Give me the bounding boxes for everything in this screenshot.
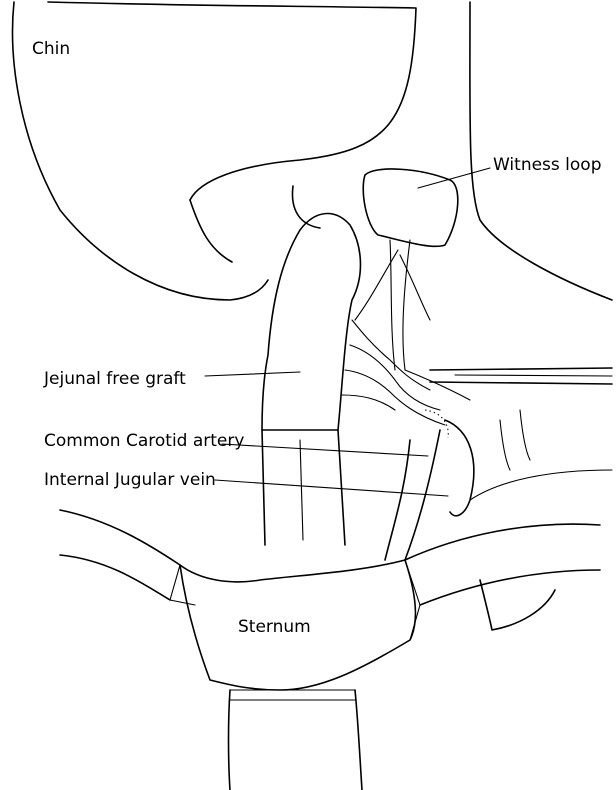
sternoclavicular-joint-right <box>405 560 420 640</box>
carotid-artery-left <box>385 440 410 560</box>
leader-jejunal-graft <box>205 372 300 376</box>
left-clavicle-bottom <box>60 555 170 600</box>
esophagus-right <box>338 430 345 545</box>
label-jugular: Internal Jugular vein <box>44 470 216 490</box>
right-vessels-1 <box>470 470 612 500</box>
pedicle-arcade-1 <box>352 320 430 390</box>
right-clavicle-bottom <box>420 570 600 605</box>
neck-right-contour-2 <box>292 186 320 228</box>
leader-jugular <box>215 480 448 496</box>
leader-carotid <box>222 444 428 456</box>
label-chin: Chin <box>32 39 70 59</box>
retractor-lower <box>430 382 612 384</box>
rib-right <box>480 580 555 630</box>
esophagus-left <box>262 430 265 545</box>
neck-left-contour <box>190 200 232 262</box>
right-vessels-2 <box>500 420 510 470</box>
pedicle-vessel-2 <box>403 240 410 370</box>
right-clavicle-top <box>405 524 600 560</box>
sternal-body <box>229 690 363 790</box>
label-witness-loop: Witness loop <box>493 155 602 175</box>
pedicle-arcade-4 <box>342 395 395 410</box>
neck-right-contour <box>470 2 612 300</box>
pedicle-arcade-3 <box>345 370 445 425</box>
label-jejunal-graft: Jejunal free graft <box>43 369 186 389</box>
sternal-joint <box>230 690 355 700</box>
retractor-upper <box>430 368 612 370</box>
esophagus-center <box>300 440 303 540</box>
left-clavicle-top <box>60 510 180 565</box>
retractor-mid <box>455 375 612 376</box>
pedicle-arcade-2 <box>350 345 440 410</box>
label-carotid: Common Carotid artery <box>44 431 244 451</box>
jaw-line <box>48 2 416 200</box>
jugular-vein <box>445 420 474 516</box>
label-sternum: Sternum <box>238 617 311 637</box>
leader-witness-loop <box>418 168 490 188</box>
jejunal-graft <box>262 214 360 430</box>
pedicle-vessel-4 <box>400 255 430 320</box>
right-vessels-3 <box>520 410 530 460</box>
anastomosis-suture <box>425 410 448 438</box>
